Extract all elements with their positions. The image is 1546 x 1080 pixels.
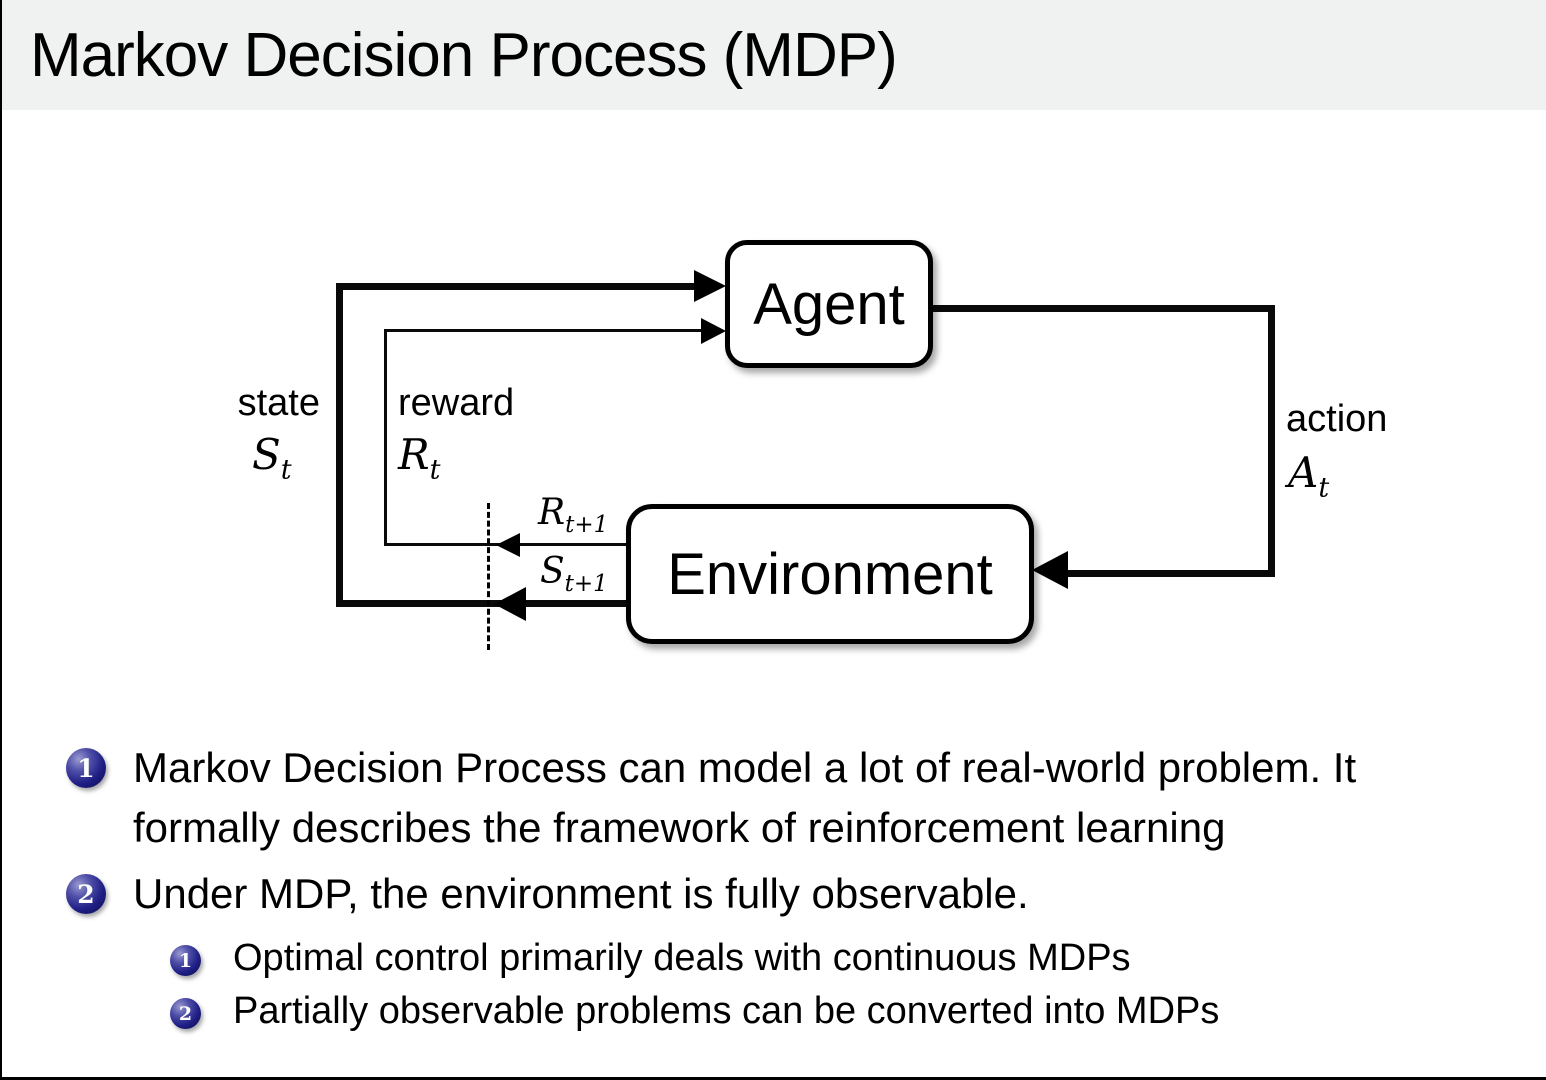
bullet-2-line-1: Under MDP, the environment is fully obse… xyxy=(133,870,1029,917)
next-reward-arrowhead-icon xyxy=(496,533,520,557)
bullet-2-number-badge: 2 xyxy=(66,874,106,914)
state-line-vertical xyxy=(336,283,343,607)
reward-line-top xyxy=(384,329,704,332)
sub-bullet-2-number-badge: 2 xyxy=(170,998,201,1029)
bullet-2-text: Under MDP, the environment is fully obse… xyxy=(133,864,1029,924)
sub-bullet-2-text: Partially observable problems can be con… xyxy=(233,986,1219,1036)
agent-box-label: Agent xyxy=(753,271,905,337)
action-line-top xyxy=(928,305,1275,312)
next-state-arrowhead-icon xyxy=(494,587,526,621)
state-symbol: St xyxy=(252,430,292,486)
reward-label: reward xyxy=(398,382,515,424)
environment-box: Environment xyxy=(626,504,1034,644)
next-reward-symbol: Rt+1 xyxy=(538,492,609,539)
state-line-top xyxy=(336,283,696,290)
page-left-border xyxy=(0,0,2,1080)
bullet-1-number-badge: 1 xyxy=(66,748,106,788)
action-arrowhead-into-environment-icon xyxy=(1032,551,1068,589)
bullet-1-line-1: Markov Decision Process can model a lot … xyxy=(133,744,1357,791)
mdp-agent-environment-diagram: Agent Environment state St reward Rt act… xyxy=(237,240,1388,650)
reward-line-vertical xyxy=(384,329,387,546)
sub-bullet-2-line-1: Partially observable problems can be con… xyxy=(233,990,1220,1032)
action-line-bottom xyxy=(1066,570,1275,577)
bullet-item-1: 1 Markov Decision Process can model a lo… xyxy=(66,738,1356,858)
agent-box: Agent xyxy=(725,240,933,368)
sub-bullet-item-1: 1 Optimal control primarily deals with c… xyxy=(170,933,1131,983)
state-label: state xyxy=(237,382,320,424)
bullet-1-text: Markov Decision Process can model a lot … xyxy=(133,738,1356,858)
state-line-bottom xyxy=(336,600,628,607)
environment-box-label: Environment xyxy=(667,541,993,607)
sub-bullet-item-2: 2 Partially observable problems can be c… xyxy=(170,986,1219,1036)
sub-bullet-1-line-1: Optimal control primarily deals with con… xyxy=(233,937,1131,979)
bullet-1-line-2: formally describes the framework of rein… xyxy=(133,804,1226,851)
action-symbol: At xyxy=(1288,448,1330,504)
slide-title-bar: Markov Decision Process (MDP) xyxy=(2,0,1546,110)
page-bottom-border xyxy=(0,1077,1546,1080)
next-state-symbol: St+1 xyxy=(540,551,608,598)
sub-bullet-1-text: Optimal control primarily deals with con… xyxy=(233,933,1131,983)
action-label: action xyxy=(1286,398,1388,440)
action-line-vertical xyxy=(1268,305,1275,577)
state-arrowhead-into-agent-icon xyxy=(694,270,726,302)
bullet-item-2: 2 Under MDP, the environment is fully ob… xyxy=(66,864,1029,924)
time-boundary-dashed-line xyxy=(487,503,490,650)
reward-arrowhead-into-agent-icon xyxy=(701,318,726,344)
sub-bullet-1-number-badge: 1 xyxy=(170,945,201,976)
slide-title: Markov Decision Process (MDP) xyxy=(30,21,898,90)
reward-symbol: Rt xyxy=(398,430,441,486)
